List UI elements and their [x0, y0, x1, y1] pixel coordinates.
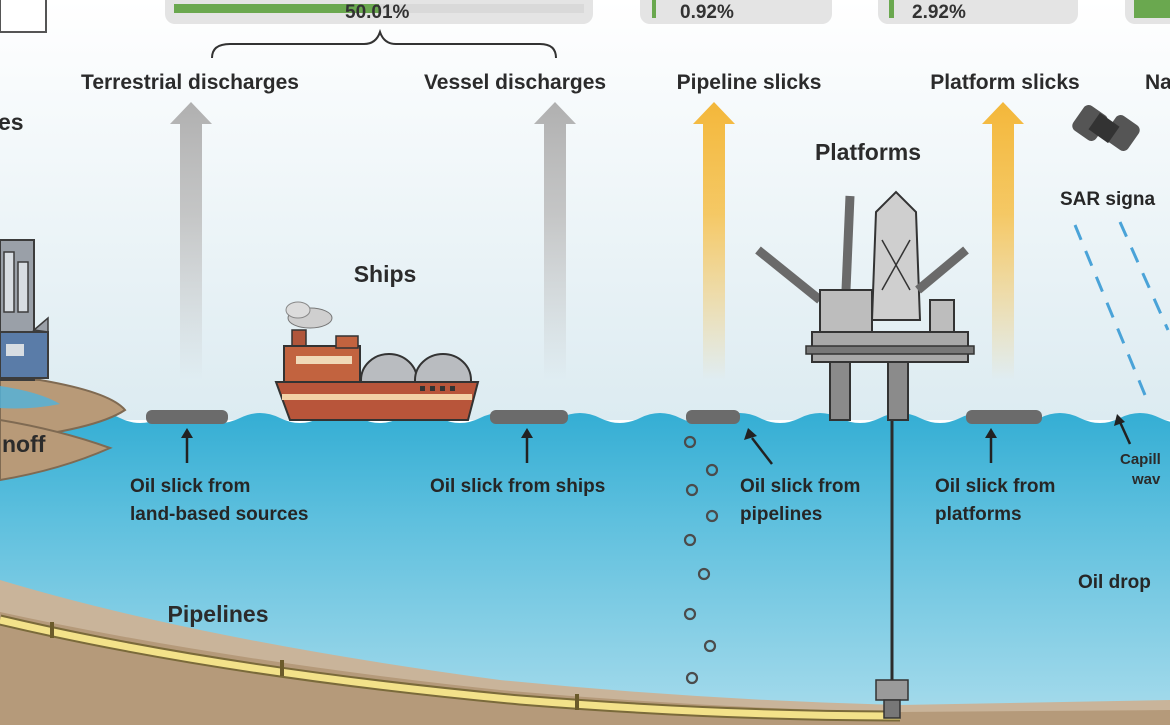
- source-label: Na: [1145, 71, 1170, 94]
- legend-box: [0, 0, 47, 33]
- runoff-label: noff: [2, 431, 46, 457]
- factories-label: es: [0, 109, 24, 135]
- source-label: Platform slicks: [930, 71, 1079, 94]
- surface-oil-slicks: [146, 410, 1042, 424]
- sar-signal-beams: [1073, 221, 1170, 396]
- sar-signal-label: SAR signa: [1060, 189, 1155, 210]
- percent-bar-fill: [174, 4, 380, 13]
- source-arrows: [170, 102, 1024, 380]
- oil-platform-icon: [755, 190, 975, 719]
- slick-label: Oil slick from ships: [430, 476, 605, 497]
- source-label: Pipeline slicks: [677, 71, 822, 94]
- platforms-label: Platforms: [815, 139, 921, 165]
- percent-bar-natural: [1125, 0, 1170, 24]
- slick-label: land-based sources: [130, 504, 308, 525]
- source-label: Terrestrial discharges: [81, 71, 299, 94]
- satellite-icon: [1072, 105, 1140, 151]
- percent-bar-pipeline: 0.92%: [640, 0, 832, 24]
- source-label: Vessel discharges: [424, 71, 606, 94]
- slick-label: platforms: [935, 504, 1022, 525]
- oil-slick: [146, 410, 228, 424]
- ship-icon: [274, 301, 480, 421]
- percent-value: 2.92%: [912, 2, 966, 23]
- percent-bar-fill: [889, 0, 894, 18]
- slick-label: Oil slick from: [130, 476, 250, 497]
- yellow-up-arrow: [693, 102, 735, 380]
- pointer-arrows: [181, 414, 1132, 465]
- oil-droplets-label: Oil drop: [1078, 572, 1151, 593]
- runoff-mound: [0, 418, 113, 482]
- percent-bar-terrestrial-vessel: 50.01%: [165, 0, 593, 24]
- oil-slick: [966, 410, 1042, 424]
- percent-bar-fill: [652, 0, 656, 18]
- oil-slick: [490, 410, 568, 424]
- capillary-label: Capill: [1120, 451, 1161, 468]
- pipelines-label: Pipelines: [168, 601, 269, 627]
- capillary-label: wav: [1131, 471, 1161, 488]
- oil-slick: [686, 410, 740, 424]
- percent-value: 0.92%: [680, 2, 734, 23]
- grey-up-arrow: [170, 102, 212, 380]
- slick-label: Oil slick from: [740, 476, 860, 497]
- percent-bar-row: 50.01% 0.92% 2.92%: [0, 0, 1170, 33]
- grey-up-arrow: [534, 102, 576, 380]
- slick-label: Oil slick from: [935, 476, 1055, 497]
- percent-value: 50.01%: [345, 2, 410, 23]
- slick-label: pipelines: [740, 504, 822, 525]
- ships-label: Ships: [354, 261, 417, 287]
- factory-icon: [0, 239, 49, 381]
- yellow-up-arrow: [982, 102, 1024, 380]
- percent-bar-platform: 2.92%: [878, 0, 1078, 24]
- sea: [0, 413, 1170, 725]
- oil-bubbles: [683, 435, 719, 685]
- grouping-brace: [211, 28, 557, 59]
